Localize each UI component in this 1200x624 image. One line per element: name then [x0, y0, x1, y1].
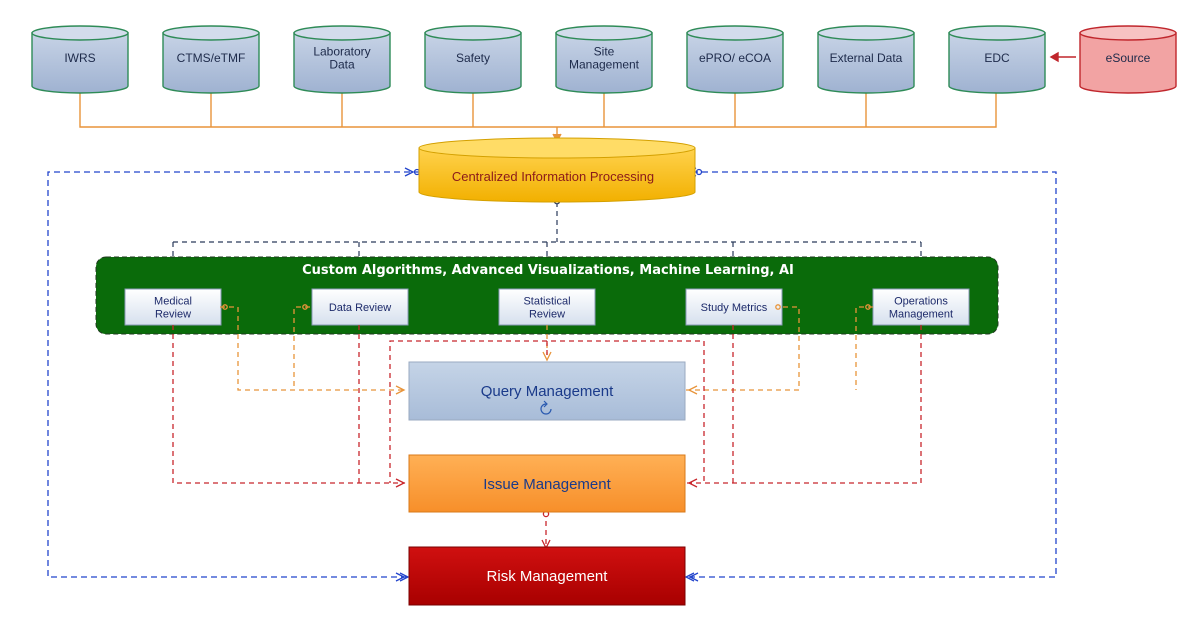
source-label: ePRO/ eCOA	[699, 51, 771, 65]
source-label: eSource	[1106, 51, 1151, 65]
issue-management-label: Issue Management	[483, 476, 611, 493]
module-data-review[interactable]: Data Review	[311, 288, 409, 326]
source-label: Safety	[456, 51, 490, 65]
issue-feed-lines	[172, 325, 922, 545]
source-external-data[interactable]: External Data	[817, 25, 915, 94]
module-label: Study Metrics	[701, 302, 768, 314]
source-ctms-etmf[interactable]: CTMS/eTMF	[162, 25, 260, 94]
module-label: Review	[155, 309, 191, 321]
source-safety[interactable]: Safety	[424, 25, 522, 94]
source-iwrs[interactable]: IWRS	[31, 25, 129, 94]
analytics-title: Custom Algorithms, Advanced Visualizatio…	[302, 263, 794, 278]
source-esource[interactable]: eSource	[1079, 25, 1177, 94]
query-management-box[interactable]: Query Management	[408, 361, 686, 421]
refresh-icon	[540, 400, 552, 415]
source-label: External Data	[830, 51, 903, 65]
query-feed-lines	[220, 306, 873, 391]
source-label: Site	[594, 45, 615, 59]
esource-to-edc-arrow	[1049, 51, 1076, 63]
risk-management-label: Risk Management	[487, 568, 609, 585]
module-label: Medical	[154, 296, 192, 308]
source-connector-lines	[79, 86, 997, 143]
risk-management-box[interactable]: Risk Management	[408, 546, 686, 606]
source-label: Laboratory	[313, 45, 370, 59]
central-processing-label: Centralized Information Processing	[452, 169, 654, 184]
source-label: Management	[569, 58, 640, 72]
module-label: Data Review	[329, 302, 391, 314]
query-management-label: Query Management	[481, 383, 614, 400]
source-epro-ecoa[interactable]: ePRO/ eCOA	[686, 25, 784, 94]
source-label: IWRS	[64, 51, 95, 65]
module-study-metrics[interactable]: Study Metrics	[685, 288, 783, 326]
source-label: CTMS/eTMF	[177, 51, 246, 65]
module-label: Review	[529, 309, 565, 321]
source-edc[interactable]: EDC	[948, 25, 1046, 94]
query-feed-markers	[222, 304, 871, 395]
module-label: Statistical	[523, 296, 570, 308]
module-label: Management	[889, 309, 953, 321]
source-label: EDC	[984, 51, 1010, 65]
issue-management-box[interactable]: Issue Management	[408, 454, 686, 513]
module-label: Operations	[894, 296, 948, 308]
feedback-loop-lines	[47, 171, 1057, 578]
source-label: Data	[329, 58, 355, 72]
central-processing-node[interactable]: Centralized Information Processing	[418, 137, 696, 203]
